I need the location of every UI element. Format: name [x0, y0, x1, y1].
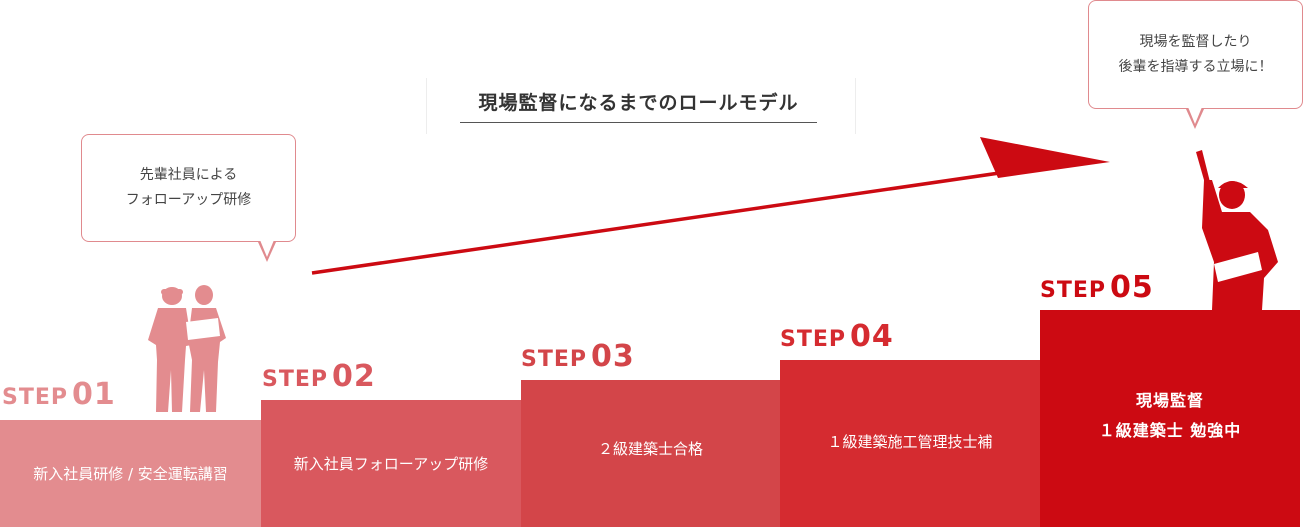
bubble-line: 現場を監督したり [1139, 33, 1252, 50]
step-text: ２級建築士合格 [597, 439, 703, 458]
speech-bubble-supervisor: 現場を監督したり 後輩を指導する立場に！ [1088, 0, 1303, 129]
step-04-block: １級建築施工管理技士補 [780, 360, 1040, 527]
workers-silhouette [148, 285, 226, 412]
step-number: 02 [332, 359, 376, 394]
step-01-block: 新入社員研修 / 安全運転講習 [0, 420, 261, 527]
title-underline [460, 122, 817, 123]
step-03-block: ２級建築士合格 [521, 380, 780, 527]
step-number: 01 [72, 377, 116, 412]
step-text: 現場監督 [1135, 390, 1204, 410]
step-text: 新入社員フォローアップ研修 [293, 454, 489, 473]
step-word: STEP [2, 385, 69, 410]
step-word: STEP [1040, 278, 1107, 303]
bubble-line: 先輩社員による [139, 167, 238, 183]
bubble-tail [1186, 107, 1204, 129]
step-number: 04 [850, 319, 894, 354]
step-word: STEP [262, 367, 329, 392]
supervisor-silhouette [1196, 150, 1278, 310]
step-number: 03 [591, 339, 635, 374]
title-frame [426, 78, 856, 134]
step-02-block: 新入社員フォローアップ研修 [261, 400, 521, 527]
step-text: １級建築施工管理技士補 [827, 432, 993, 451]
speech-bubble-mentoring: 先輩社員による フォローアップ研修 [81, 134, 296, 262]
bubble-line: 後輩を指導する立場に！ [1118, 58, 1273, 75]
bubble-line: フォローアップ研修 [125, 192, 252, 208]
step-05-block: 現場監督 １級建築士 勉強中 [1040, 310, 1300, 527]
growth-arrow [311, 137, 1110, 275]
growth-arrow-head [980, 137, 1110, 178]
bubble-tail [258, 240, 276, 262]
step-word: STEP [780, 327, 847, 352]
page-title: 現場監督になるまでのロールモデル [478, 92, 799, 114]
step-text: １級建築士 勉強中 [1098, 420, 1242, 440]
step-text: 新入社員研修 / 安全運転講習 [33, 464, 228, 483]
step-word: STEP [521, 347, 588, 372]
step-number: 05 [1110, 270, 1154, 305]
growth-arrow-shaft [311, 168, 1021, 275]
